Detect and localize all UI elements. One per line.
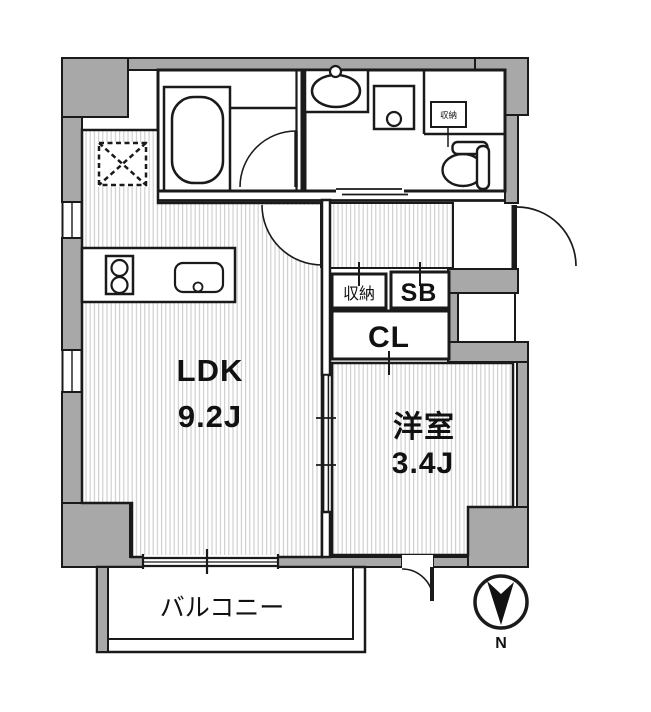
hall-storage-label: 収納 — [343, 285, 375, 303]
wall-top-band — [61, 57, 529, 71]
stove-burner-2 — [110, 275, 129, 295]
compass-needle — [487, 581, 514, 625]
wash-basin — [310, 73, 362, 109]
washing-machine-drain — [385, 110, 403, 128]
ldk-size-label: 9.2J — [178, 399, 242, 434]
stove-burner-1 — [110, 258, 129, 278]
closet-box — [330, 309, 451, 361]
bath-door-swing — [239, 130, 297, 188]
bathtub — [170, 95, 225, 185]
wall-left-1 — [61, 116, 83, 203]
closet-label: CL — [368, 321, 410, 354]
toilet-seat-side — [475, 144, 491, 191]
compass: N — [473, 574, 529, 652]
entrance-door-swing — [516, 206, 577, 267]
entrance-door-leaf — [511, 205, 517, 268]
shoe-box-label: SB — [401, 279, 438, 307]
room-divider-wall — [316, 198, 336, 559]
wall-bottom-band-1 — [277, 556, 403, 568]
wall-left-2 — [61, 237, 83, 351]
refrigerator-space — [97, 141, 148, 187]
kitchen — [80, 246, 237, 304]
balcony-sliding-window — [141, 549, 280, 574]
washroom-interior — [303, 64, 505, 191]
compass-north-label: N — [495, 635, 507, 652]
western-room-label: 洋室 — [393, 410, 455, 444]
hallway-floor — [329, 202, 454, 269]
western-room-floor — [330, 361, 515, 557]
toilet-storage-box — [430, 101, 467, 128]
western-room-door-gap — [402, 555, 433, 569]
wall-left-3 — [61, 391, 83, 504]
western-room-door-leaf — [430, 567, 434, 601]
western-room-size-label: 3.4J — [392, 447, 454, 480]
wall-bottom-right-block — [467, 506, 529, 568]
wall-below-entrance — [447, 268, 519, 294]
washroom-sliding-door — [336, 188, 408, 196]
balcony-left-wall — [96, 566, 109, 653]
left-windows — [61, 201, 83, 393]
wall-top-left-block — [61, 57, 129, 118]
balcony-label: バルコニー — [160, 594, 285, 622]
western-room-door-swing — [401, 568, 434, 601]
basin-faucet — [328, 64, 343, 79]
wall-right-upper — [504, 114, 519, 204]
wall-meterbox-bottom — [447, 341, 529, 363]
ldk-floor — [80, 128, 324, 559]
wall-bottom-band-2 — [432, 556, 469, 568]
ldk-door-swing — [261, 204, 323, 266]
wall-right-lower — [516, 361, 529, 508]
washroom-sliding-door-gap — [336, 187, 404, 195]
toilet-storage-label: 収納 — [440, 110, 457, 120]
sliding-partition — [322, 374, 330, 513]
meter-box — [457, 292, 516, 343]
sink-drain — [192, 281, 204, 293]
bathroom-interior — [162, 70, 298, 193]
storage-door-marks — [358, 262, 421, 375]
ldk-door-swing-area — [262, 205, 322, 265]
ldk-label: LDK — [177, 353, 244, 388]
